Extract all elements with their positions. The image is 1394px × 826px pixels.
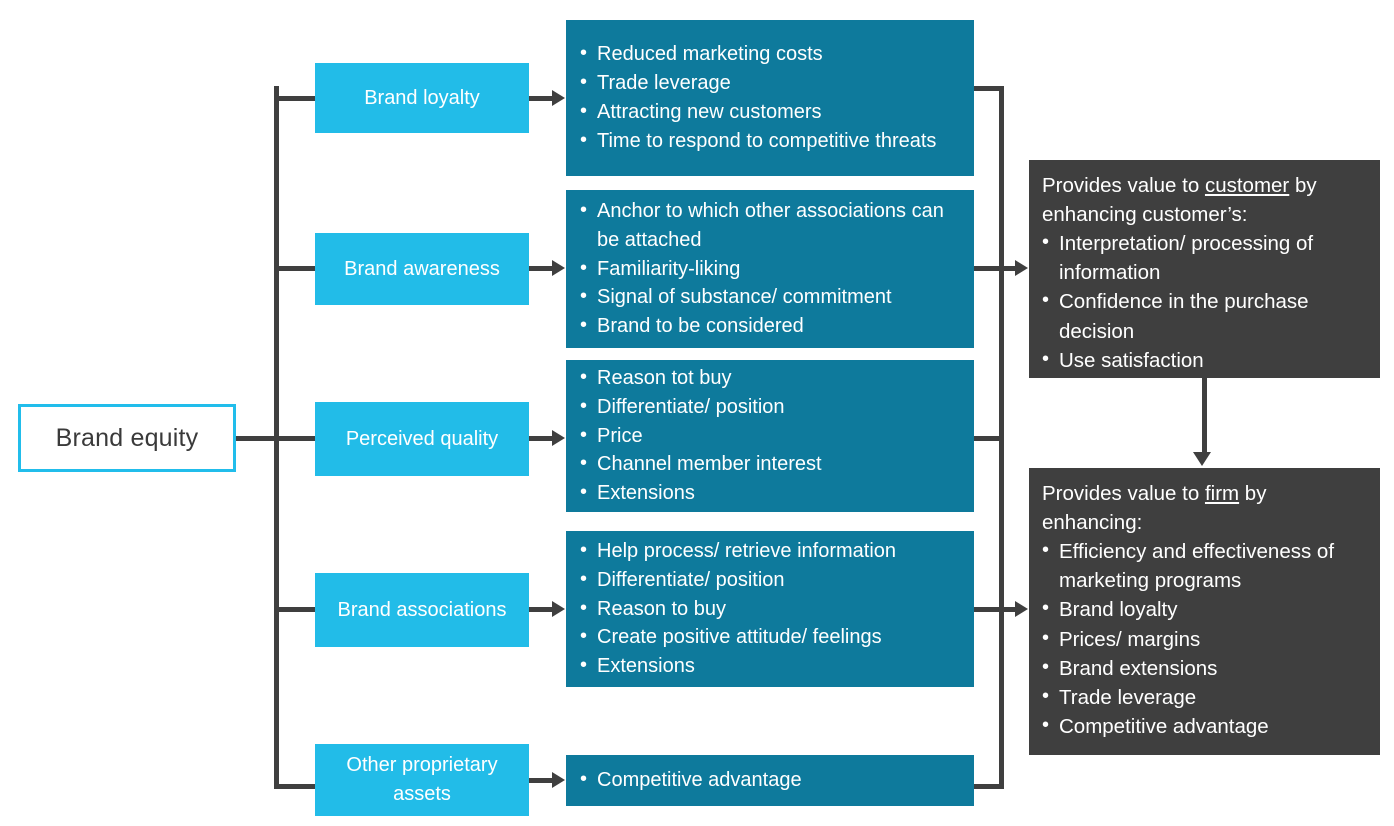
connector-trunk-to-customer-value (999, 266, 1017, 271)
detail-list-brand-loyalty: Reduced marketing costs Trade leverage A… (580, 39, 956, 156)
connector-detail3-to-right-trunk (972, 436, 1004, 441)
arrow-to-firm-value-icon (1015, 601, 1028, 617)
connector-other-assets-to-detail (529, 778, 554, 783)
list-item: Help process/ retrieve information (580, 536, 956, 566)
arrow-other-assets-to-detail-icon (552, 772, 565, 788)
detail-list-brand-awareness: Anchor to which other associations can b… (580, 196, 956, 341)
outcome-customer-lead-suffix: by enhancing customer’s: (1042, 174, 1317, 227)
category-box-brand-awareness[interactable]: Brand awareness (315, 233, 529, 305)
list-item: Price (580, 421, 956, 451)
connector-detail1-to-right-trunk (972, 86, 1004, 91)
outcome-box-firm-value[interactable]: Provides value to firm by enhancing: Eff… (1029, 468, 1380, 755)
outcome-list-customer-value: Interpretation/ processing of informatio… (1042, 228, 1366, 375)
outcome-firm-lead-suffix: by enhancing: (1042, 482, 1267, 535)
detail-box-brand-loyalty[interactable]: Reduced marketing costs Trade leverage A… (566, 20, 974, 176)
list-item: Attracting new customers (580, 97, 956, 127)
list-item: Time to respond to competitive threats (580, 126, 956, 156)
outcome-customer-lead-prefix: Provides value to (1042, 174, 1205, 197)
connector-trunk-to-other-assets (274, 784, 318, 789)
list-item: Trade leverage (580, 68, 956, 98)
list-item: Differentiate/ position (580, 392, 956, 422)
detail-list-other-proprietary-assets: Competitive advantage (580, 765, 956, 795)
category-box-brand-loyalty[interactable]: Brand loyalty (315, 63, 529, 133)
connector-detail4-to-right-trunk (972, 607, 1004, 612)
detail-list-brand-associations: Help process/ retrieve information Diffe… (580, 536, 956, 681)
connector-customer-to-firm (1202, 378, 1207, 456)
category-label-brand-loyalty: Brand loyalty (364, 86, 480, 109)
outcome-customer-lead-emphasis: customer (1204, 174, 1290, 197)
connector-detail2-to-right-trunk (972, 266, 1004, 271)
outcome-firm-lead-prefix: Provides value to (1042, 482, 1205, 505)
category-box-perceived-quality[interactable]: Perceived quality (315, 402, 529, 476)
list-item: Trade leverage (1042, 682, 1366, 712)
category-box-brand-associations[interactable]: Brand associations (315, 573, 529, 647)
connector-trunk-to-perceived-quality (274, 436, 318, 441)
connector-trunk-to-brand-awareness (274, 266, 318, 271)
category-label-brand-associations: Brand associations (337, 598, 507, 621)
arrow-quality-to-detail-icon (552, 430, 565, 446)
list-item: Confidence in the purchase decision (1042, 286, 1366, 345)
list-item: Competitive advantage (580, 765, 956, 795)
list-item: Competitive advantage (1042, 711, 1366, 741)
connector-quality-to-detail (529, 436, 554, 441)
connector-detail5-to-right-trunk (972, 784, 1004, 789)
root-box-label: Brand equity (55, 423, 199, 452)
list-item: Anchor to which other associations can b… (580, 196, 956, 255)
list-item: Prices/ margins (1042, 624, 1366, 654)
category-label-brand-awareness: Brand awareness (344, 257, 500, 280)
list-item: Extensions (580, 478, 956, 508)
connector-root-to-trunk (234, 436, 280, 441)
list-item: Use satisfaction (1042, 345, 1366, 375)
outcome-box-customer-value[interactable]: Provides value to customer by enhancing … (1029, 160, 1380, 378)
arrow-customer-to-firm-icon (1193, 452, 1211, 466)
category-label-other-proprietary-assets: Other proprietary assets (346, 754, 498, 805)
connector-loyalty-to-detail (529, 96, 554, 101)
detail-box-brand-awareness[interactable]: Anchor to which other associations can b… (566, 190, 974, 348)
list-item: Reason tot buy (580, 363, 956, 393)
outcome-customer-lead: Provides value to customer by enhancing … (1042, 171, 1366, 229)
list-item: Brand to be considered (580, 311, 956, 341)
list-item: Reduced marketing costs (580, 39, 956, 69)
arrow-associations-to-detail-icon (552, 601, 565, 617)
list-item: Reason to buy (580, 594, 956, 624)
detail-list-perceived-quality: Reason tot buy Differentiate/ position P… (580, 363, 956, 508)
connector-trunk-to-firm-value (999, 607, 1017, 612)
outcome-firm-lead-emphasis: firm (1204, 482, 1240, 505)
list-item: Extensions (580, 651, 956, 681)
arrow-loyalty-to-detail-icon (552, 90, 565, 106)
detail-box-other-proprietary-assets[interactable]: Competitive advantage (566, 755, 974, 806)
outcome-list-firm-value: Efficiency and effectiveness of marketin… (1042, 536, 1366, 741)
list-item: Efficiency and effectiveness of marketin… (1042, 536, 1366, 595)
arrow-to-customer-value-icon (1015, 260, 1028, 276)
list-item: Brand extensions (1042, 653, 1366, 683)
detail-box-brand-associations[interactable]: Help process/ retrieve information Diffe… (566, 531, 974, 687)
connector-awareness-to-detail (529, 266, 554, 271)
list-item: Brand loyalty (1042, 594, 1366, 624)
detail-box-perceived-quality[interactable]: Reason tot buy Differentiate/ position P… (566, 360, 974, 512)
list-item: Create positive attitude/ feelings (580, 622, 956, 652)
connector-trunk-to-brand-loyalty (274, 96, 318, 101)
connector-associations-to-detail (529, 607, 554, 612)
category-box-other-proprietary-assets[interactable]: Other proprietary assets (315, 744, 529, 816)
list-item: Interpretation/ processing of informatio… (1042, 228, 1366, 287)
outcome-firm-lead: Provides value to firm by enhancing: (1042, 479, 1366, 537)
arrow-awareness-to-detail-icon (552, 260, 565, 276)
list-item: Signal of substance/ commitment (580, 282, 956, 312)
root-box-brand-equity[interactable]: Brand equity (18, 404, 236, 472)
connector-trunk-to-brand-associations (274, 607, 318, 612)
list-item: Channel member interest (580, 449, 956, 479)
list-item: Familiarity-liking (580, 254, 956, 284)
category-label-perceived-quality: Perceived quality (345, 427, 499, 450)
list-item: Differentiate/ position (580, 565, 956, 595)
